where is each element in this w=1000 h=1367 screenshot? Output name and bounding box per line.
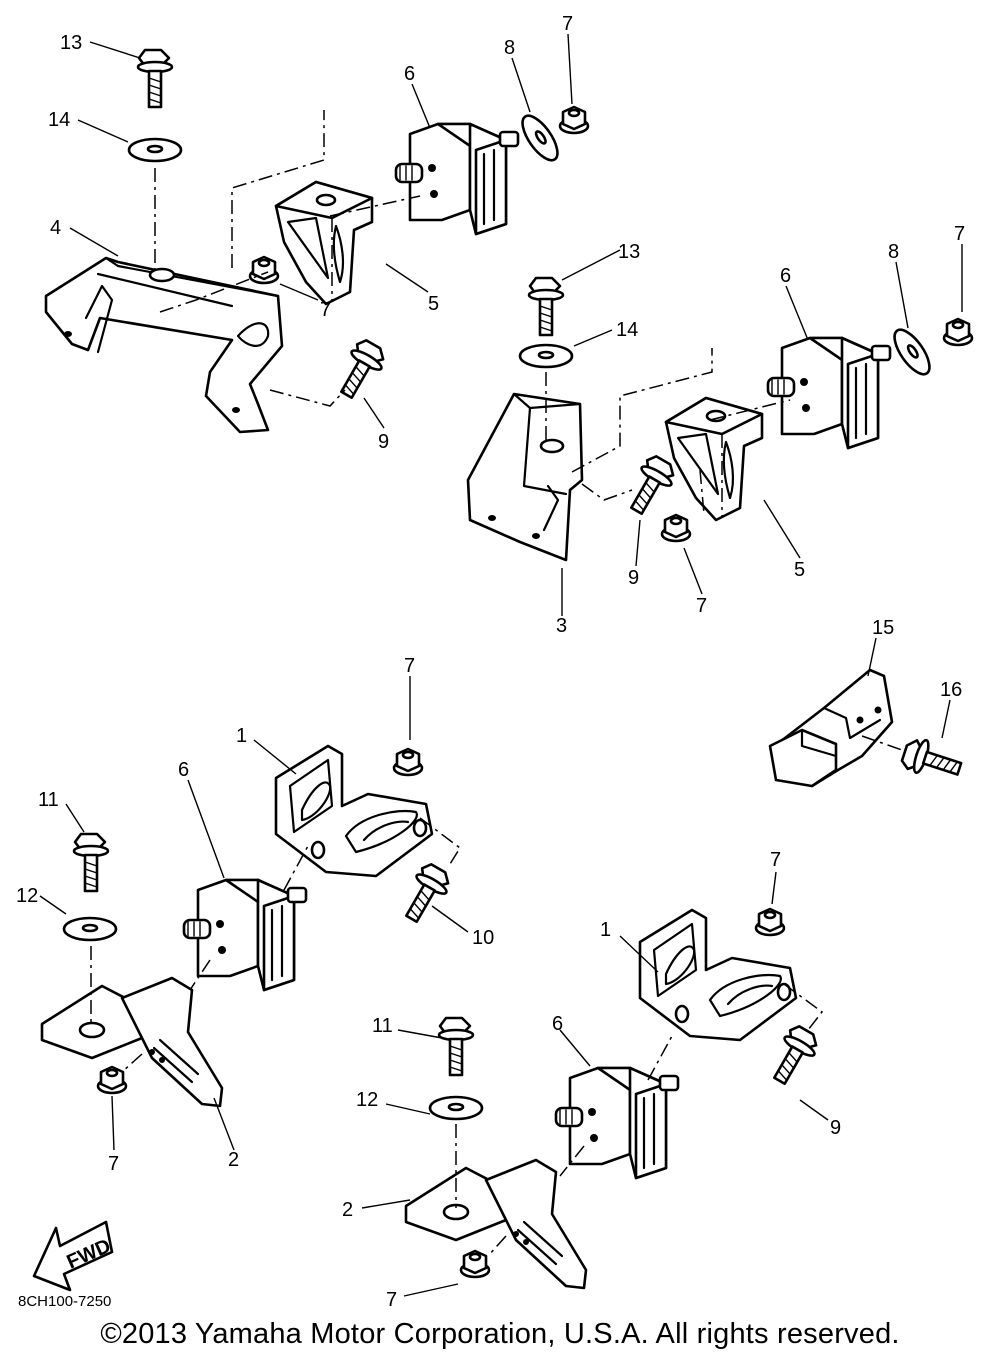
- callout-6: 6: [780, 265, 791, 287]
- callout-2: 2: [228, 1149, 239, 1171]
- callout-11: 11: [38, 789, 59, 811]
- callout-14: 14: [616, 319, 638, 341]
- lower-left-assembly: [40, 744, 462, 1108]
- callout-7: 7: [770, 849, 781, 871]
- upper-left-assembly: [44, 48, 590, 434]
- callout-8: 8: [504, 37, 515, 59]
- upper-right-assembly: [466, 276, 974, 562]
- callout-12: 12: [16, 885, 38, 907]
- callout-9: 9: [830, 1117, 841, 1139]
- callout-4: 4: [50, 217, 61, 239]
- callout-7: 7: [562, 13, 573, 35]
- callout-5: 5: [428, 293, 439, 315]
- callout-15: 15: [872, 617, 894, 639]
- part-3-rear-bracket: [466, 392, 584, 562]
- callout-7: 7: [320, 299, 331, 321]
- callout-13: 13: [618, 241, 640, 263]
- callout-7: 7: [108, 1153, 119, 1175]
- copyright-notice: ©2013 Yamaha Motor Corporation, U.S.A. A…: [100, 1318, 900, 1350]
- callout-7: 7: [386, 1289, 397, 1311]
- callout-numbers: 13 14 4 6 8 7 7 5 9 13 14 6 8 7 9 7 5 3 …: [16, 13, 965, 1311]
- callout-6: 6: [552, 1013, 563, 1035]
- callout-11: 11: [372, 1015, 393, 1037]
- callout-13: 13: [60, 32, 82, 54]
- callout-8: 8: [888, 241, 899, 263]
- callout-14: 14: [48, 109, 70, 131]
- callout-9: 9: [628, 567, 639, 589]
- callout-7: 7: [404, 655, 415, 677]
- callout-3: 3: [556, 615, 567, 637]
- callout-12: 12: [356, 1089, 378, 1111]
- part-4-front-bracket: [44, 256, 284, 434]
- callout-6: 6: [404, 63, 415, 85]
- callout-7: 7: [954, 223, 965, 245]
- callout-5: 5: [794, 559, 805, 581]
- callout-16: 16: [940, 679, 962, 701]
- callout-9: 9: [378, 431, 389, 453]
- callout-10: 10: [472, 927, 494, 949]
- lower-right-assembly: [404, 907, 825, 1290]
- callout-1: 1: [236, 725, 247, 747]
- part-15-stopper-assembly: [768, 668, 966, 788]
- diagram-code: 8CH100-7250: [18, 1293, 111, 1310]
- callout-1: 1: [600, 919, 611, 941]
- fwd-direction-arrow: FWD: [32, 1220, 114, 1292]
- callout-leaders: [39, 33, 963, 1297]
- callout-6: 6: [178, 759, 189, 781]
- callout-2: 2: [342, 1199, 353, 1221]
- callout-7: 7: [696, 595, 707, 617]
